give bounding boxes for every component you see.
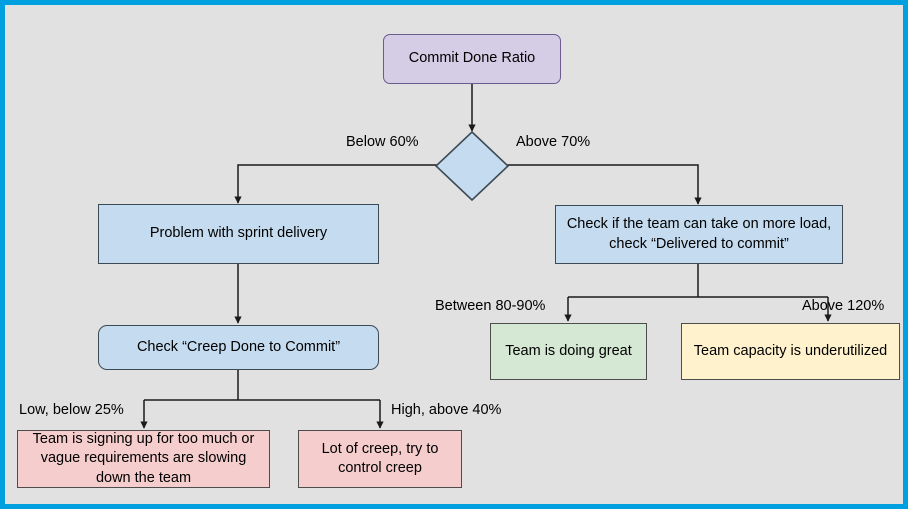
node-label: Team is signing up for too much or vague… — [32, 431, 255, 486]
node-lot-of-creep[interactable]: Lot of creep, try to control creep — [298, 430, 462, 488]
node-check-creep-done-to-commit[interactable]: Check “Creep Done to Commit” — [98, 325, 379, 370]
edge-label-above-70: Above 70% — [516, 134, 591, 150]
edge-decision-to-check — [507, 164, 702, 205]
node-label: Check “Creep Done to Commit” — [136, 338, 341, 355]
node-check-team-capacity[interactable]: Check if the team can take on more load,… — [555, 205, 843, 264]
edge-label-low-below-25: Low, below 25% — [19, 402, 124, 418]
node-team-capacity-underutilized[interactable]: Team capacity is underutilized — [681, 323, 900, 380]
edge-label-above-120: Above 120% — [802, 298, 885, 314]
node-team-signing-up-too-much[interactable]: Team is signing up for too much or vague… — [17, 430, 270, 488]
edge-label-high-above-40: High, above 40% — [391, 402, 502, 418]
node-label: Problem with sprint delivery — [149, 225, 328, 242]
node-commit-done-ratio[interactable]: Commit Done Ratio — [383, 34, 561, 84]
node-label: Lot of creep, try to control creep — [321, 440, 439, 476]
node-problem-with-sprint-delivery[interactable]: Problem with sprint delivery — [98, 204, 379, 264]
node-label: Team capacity is underutilized — [693, 342, 888, 359]
edge-decision-to-problem — [234, 164, 437, 204]
node-label: Team is doing great — [505, 342, 632, 359]
node-decision-diamond[interactable] — [435, 131, 509, 201]
edge-label-between-80-90: Between 80-90% — [435, 298, 546, 314]
node-label: Check if the team can take on more load,… — [566, 216, 832, 252]
edge-label-below-60: Below 60% — [346, 134, 419, 150]
node-label: Commit Done Ratio — [408, 50, 536, 67]
node-team-is-doing-great[interactable]: Team is doing great — [490, 323, 647, 380]
